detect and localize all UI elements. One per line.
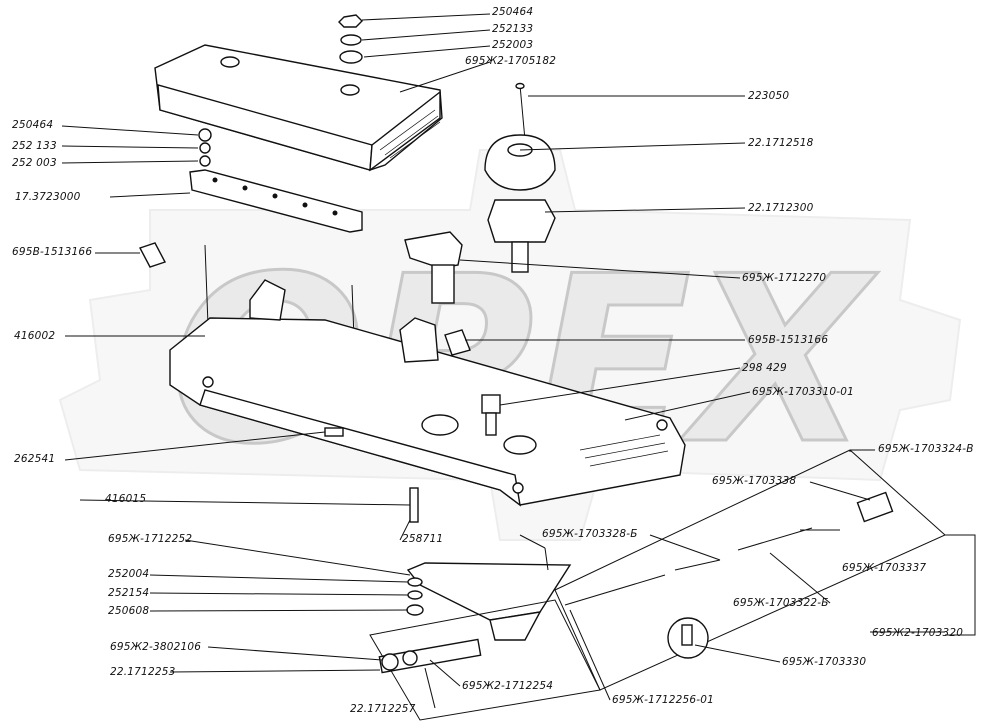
label-250464-top: 250464 bbox=[492, 6, 534, 18]
washers-bracket bbox=[406, 577, 424, 616]
small-nuts-left bbox=[198, 128, 212, 167]
label-1703330: 695Ж-1703330 bbox=[782, 656, 867, 668]
label-1712253: 22.1712253 bbox=[110, 666, 176, 678]
label-1712300: 22.1712300 bbox=[748, 202, 814, 214]
gasket bbox=[189, 169, 363, 233]
label-1703322: 695Ж-1703322-Б bbox=[733, 597, 829, 609]
label-1703338: 695Ж-1703338 bbox=[712, 475, 797, 487]
bolt-298429 bbox=[481, 394, 501, 436]
bracket-1703320 bbox=[945, 534, 976, 636]
label-258711: 258711 bbox=[402, 533, 444, 545]
label-1513166-left: 695В-1513166 bbox=[12, 246, 93, 258]
plug-right bbox=[444, 329, 471, 356]
label-252004: 252004 bbox=[108, 568, 150, 580]
nut-stack-top bbox=[338, 14, 363, 64]
bracket-1712252 bbox=[406, 547, 572, 641]
label-1703337: 695Ж-1703337 bbox=[842, 562, 927, 574]
label-252003-left: 252 003 bbox=[12, 157, 57, 169]
label-252154: 252154 bbox=[108, 587, 150, 599]
label-1703324: 695Ж-1703324-В bbox=[878, 443, 974, 455]
label-1703328: 695Ж-1703328-Б bbox=[542, 528, 638, 540]
head-plate bbox=[169, 279, 686, 507]
plug-left bbox=[138, 242, 167, 268]
label-252003-top: 252003 bbox=[492, 39, 534, 51]
label-416002: 416002 bbox=[14, 330, 56, 342]
stud-416015 bbox=[409, 487, 419, 523]
label-1712256: 695Ж-1712256-01 bbox=[612, 694, 715, 706]
label-223050: 223050 bbox=[748, 90, 790, 102]
label-262541: 262541 bbox=[14, 453, 56, 465]
label-1712518: 22.1712518 bbox=[748, 137, 814, 149]
label-1712254: 695Ж2-1712254 bbox=[462, 680, 554, 692]
label-3723000: 17.3723000 bbox=[15, 191, 81, 203]
label-3802106: 695Ж2-3802106 bbox=[110, 641, 202, 653]
screw-223050 bbox=[515, 82, 526, 141]
label-1705182: 695Ж2-1705182 bbox=[465, 55, 557, 67]
cap-1712518 bbox=[484, 134, 556, 191]
leader-lines bbox=[61, 13, 945, 709]
label-1712252: 695Ж-1712252 bbox=[108, 533, 193, 545]
label-416015: 416015 bbox=[105, 493, 147, 505]
label-1712257: 22.1712257 bbox=[350, 703, 416, 715]
watermark-gear bbox=[58, 149, 962, 541]
label-1703320: 695Ж2-1703320 bbox=[872, 627, 964, 639]
label-298429: 298 429 bbox=[742, 362, 787, 374]
label-1703310: 695Ж-1703310-01 bbox=[752, 386, 855, 398]
label-250608: 250608 bbox=[108, 605, 150, 617]
label-252133-top: 252133 bbox=[492, 23, 534, 35]
screw-262541 bbox=[324, 427, 344, 437]
elbow-1712270 bbox=[404, 231, 463, 304]
valve-cover bbox=[154, 44, 443, 172]
label-1712270: 695Ж-1712270 bbox=[742, 272, 827, 284]
label-1513166-right: 695В-1513166 bbox=[748, 334, 829, 346]
stud-416002 bbox=[204, 244, 209, 326]
label-252133-left: 252 133 bbox=[12, 140, 57, 152]
label-250464-left: 250464 bbox=[12, 119, 54, 131]
